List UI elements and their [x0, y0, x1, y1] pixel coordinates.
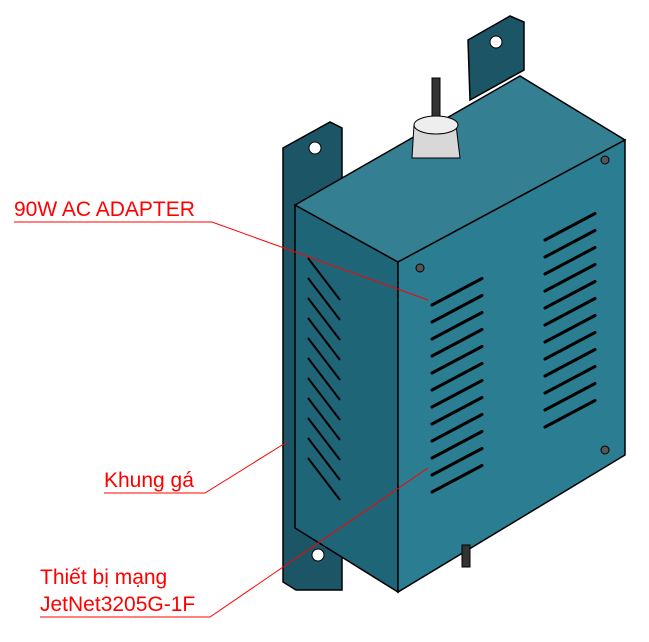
vent-slot: [430, 430, 484, 460]
vent-slot: [430, 294, 484, 324]
vent-slot: [430, 362, 484, 392]
vent-slot: [543, 314, 597, 344]
leader-bracket: [104, 441, 288, 494]
vent-slot: [543, 246, 597, 276]
box-left-face: [294, 203, 399, 594]
vent-slot: [543, 365, 597, 395]
screw: [600, 445, 610, 455]
vent-slot: [543, 212, 597, 242]
vent-slot: [430, 379, 484, 409]
bottom-cable: [461, 544, 471, 568]
leader-device: [40, 467, 429, 618]
vent-slot: [543, 348, 597, 378]
vent-slot: [430, 277, 484, 307]
bracket-top-tab: [467, 15, 525, 102]
screw: [600, 155, 610, 165]
vent-slot: [430, 311, 484, 341]
vent-slot: [430, 328, 484, 358]
front-vents-right: [543, 212, 597, 429]
screw: [415, 263, 425, 273]
vent-slot: [543, 280, 597, 310]
mount-hole: [489, 35, 503, 49]
front-vents-left: [430, 277, 484, 494]
left-vents: [307, 257, 341, 501]
vent-slot: [430, 447, 484, 477]
label-device-model: JetNet3205G-1F: [40, 593, 196, 616]
label-adapter: 90W AC ADAPTER: [14, 198, 195, 221]
vent-slot: [543, 229, 597, 259]
vent-slot: [430, 396, 484, 426]
leader-adapter: [14, 221, 429, 301]
vent-slot: [543, 331, 597, 361]
vent-slot: [543, 399, 597, 429]
mount-hole: [308, 141, 322, 155]
vent-slot: [430, 413, 484, 443]
vent-slot: [543, 382, 597, 412]
vent-slot: [543, 297, 597, 327]
vent-slot: [430, 345, 484, 375]
vent-slot: [543, 263, 597, 293]
label-bracket: Khung gá: [104, 469, 194, 492]
label-device-name: Thiết bị mạng: [40, 566, 168, 589]
leader-lines: [14, 221, 429, 618]
vent-slot: [430, 464, 484, 494]
mount-hole: [311, 548, 325, 562]
